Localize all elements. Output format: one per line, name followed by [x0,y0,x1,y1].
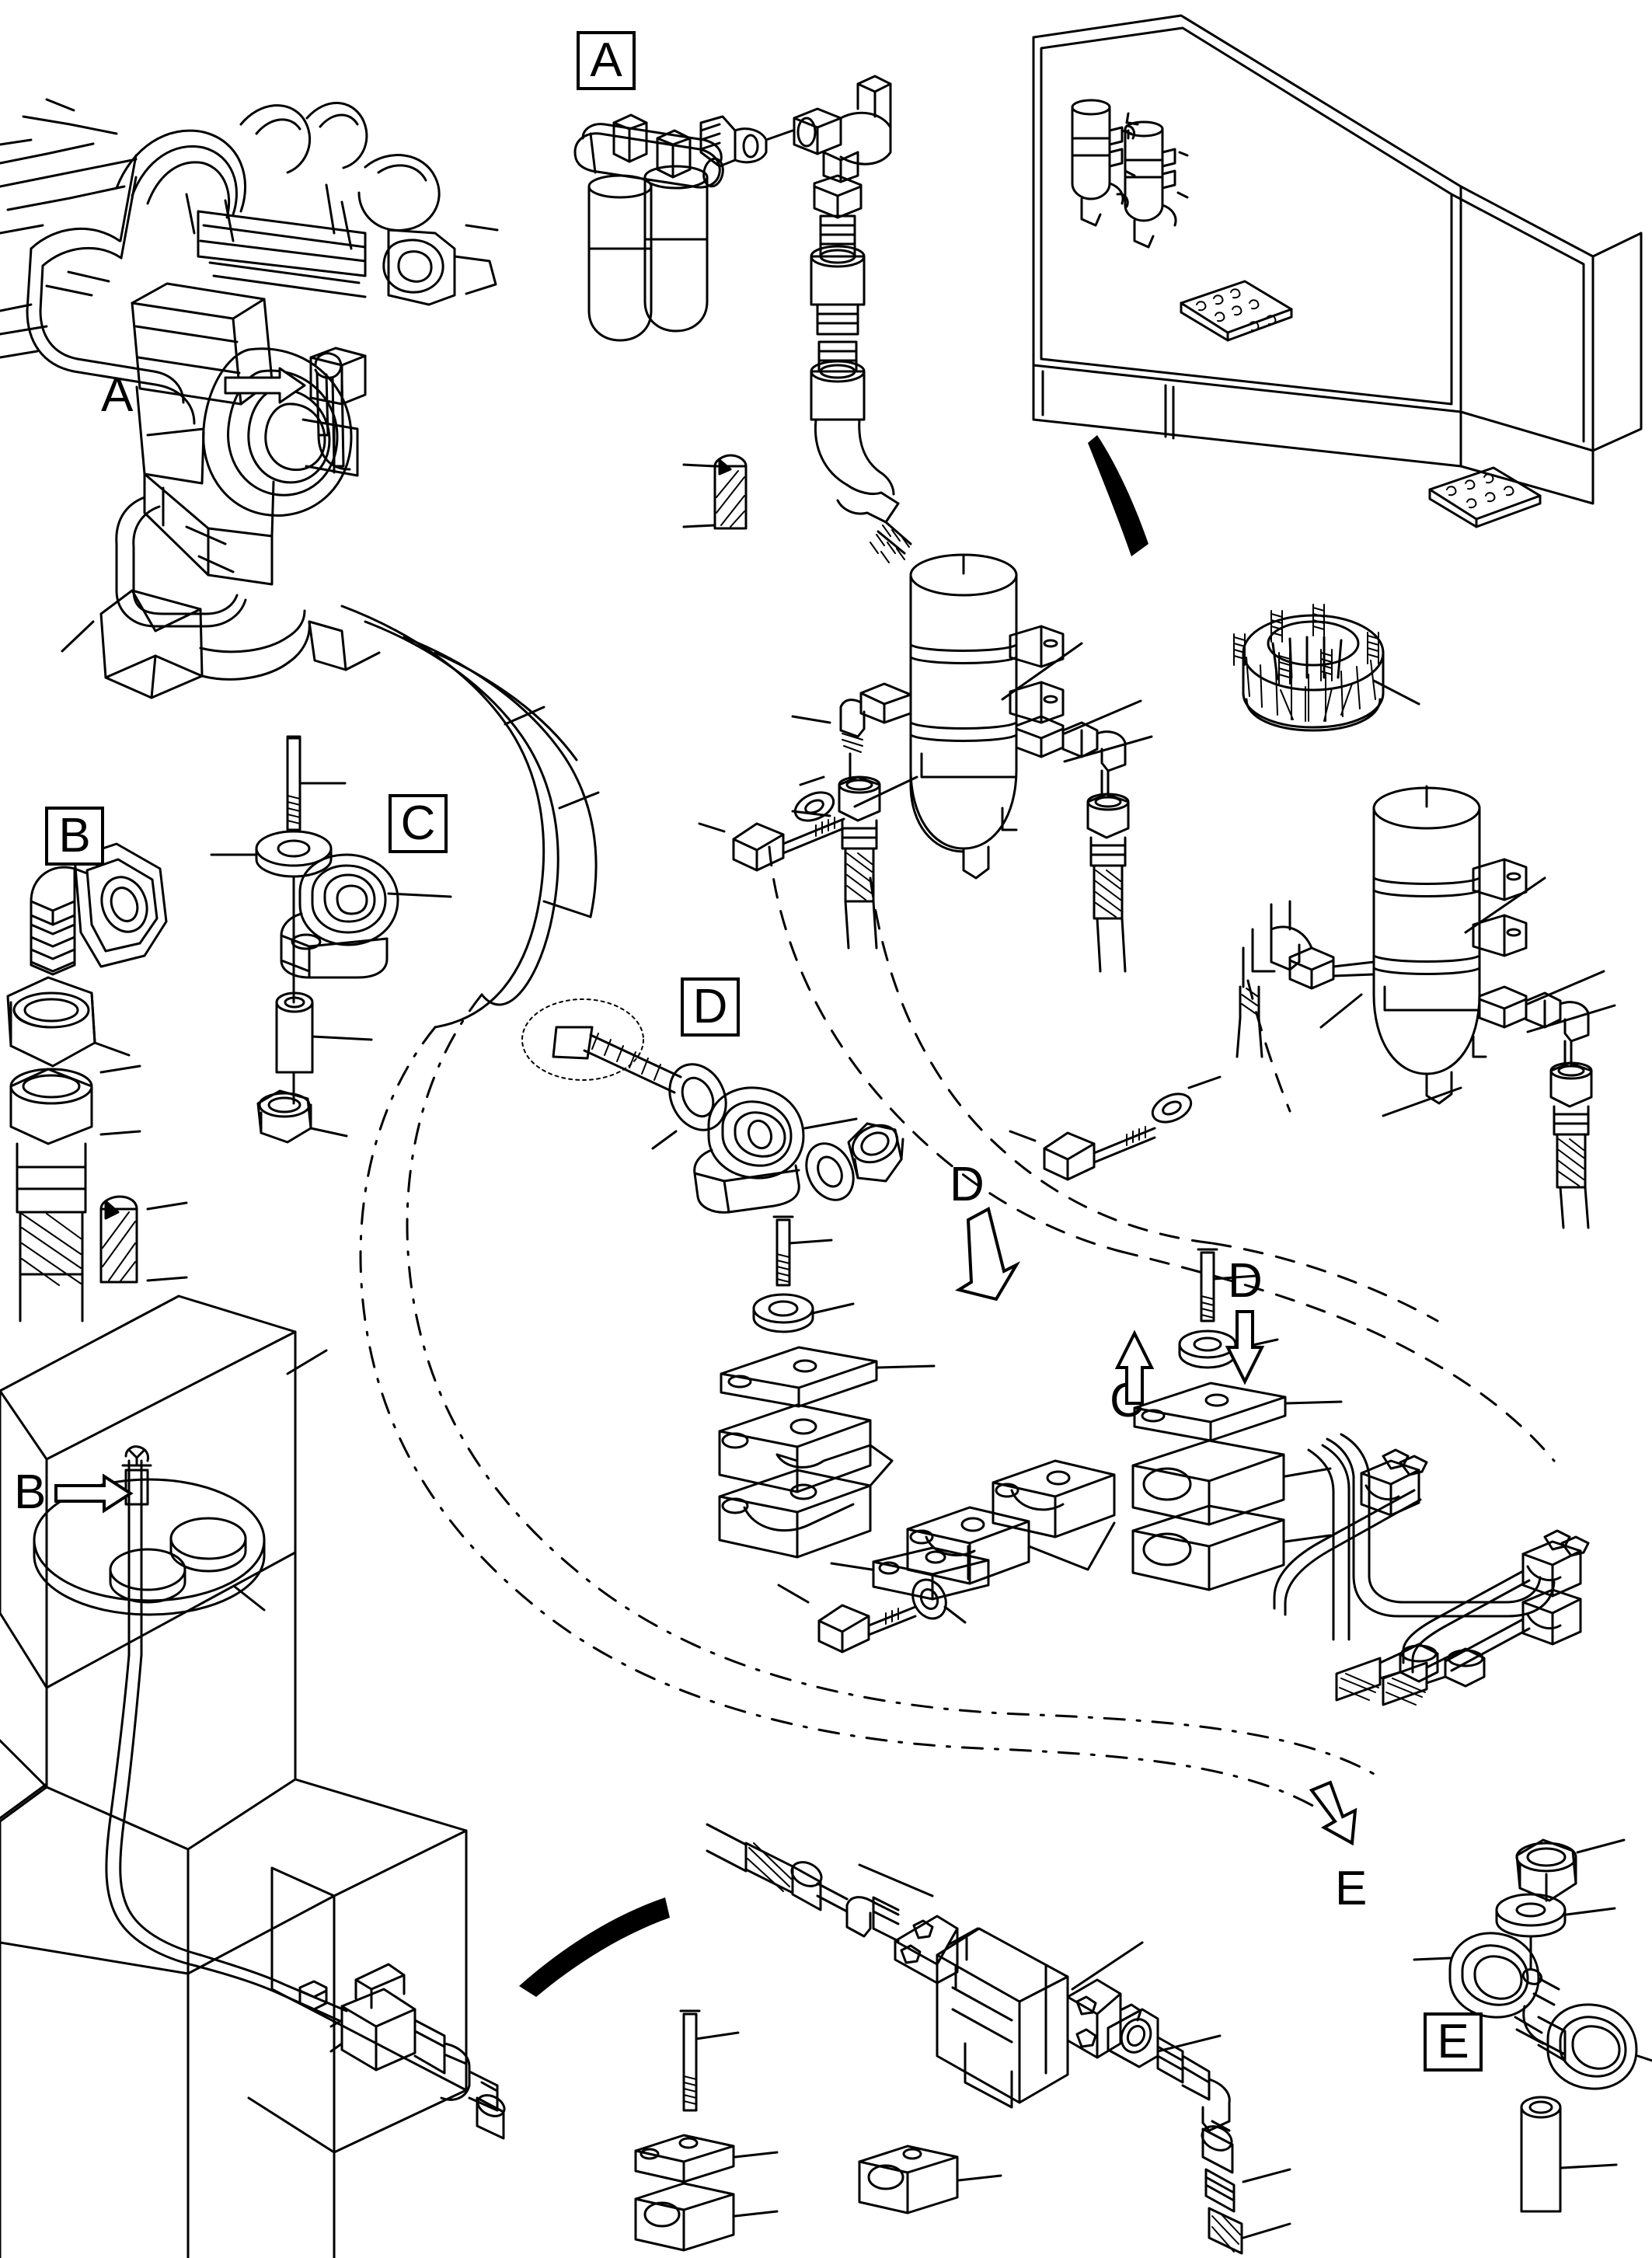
solenoid-valve [194,1953,506,2140]
callout-letter-d-right: D [1228,1254,1263,1308]
section-c-parts [210,735,452,1144]
leader [185,525,227,545]
bottom-bolt-blocks [634,2009,1002,2252]
tube-routing [1273,1433,1590,1706]
bolt-washer-center [1009,1075,1222,1181]
section-a-parts [573,75,912,563]
curved-arrow-black [519,1897,670,1997]
callout-a-arrow [224,367,306,404]
engine-assembly-group [0,98,499,699]
section-label-e: E [1424,2012,1483,2072]
section-d-parts [521,998,904,1214]
arrow-b-right [54,1473,134,1514]
section-b-parts [6,842,188,1322]
section-e-parts [1413,1838,1652,2213]
section-label-c: C [389,794,448,853]
fuel-filter-right [1236,785,1616,1229]
hydraulic-cylinder [706,1823,1291,2255]
bolt-washer-left [698,775,845,872]
arrow-e-upleft [1309,1780,1357,1846]
callout-letter-a: A [101,368,134,422]
section-label-a: A [577,31,636,90]
section-label-b: B [45,807,104,866]
arrow-c-up [1114,1329,1155,1405]
arrow-d-upper-downleft [954,1207,1021,1301]
hose-route-dashed [768,845,1556,1462]
fuel-filter-left [791,553,1153,973]
tank-structure [0,1295,468,2258]
arrow-d-right-down [1225,1310,1265,1385]
clamp-block-set [718,1215,1116,1653]
callout-letter-b: B [14,1465,47,1519]
callout-letter-d-upper: D [950,1158,985,1211]
hose-route-dashdot [359,993,1385,1812]
callout-letter-e: E [1335,1862,1368,1915]
engine-hoses [340,605,600,1029]
guard-panel-group [1032,14,1643,556]
section-label-d: D [681,977,740,1037]
blower-impeller [1233,604,1420,732]
